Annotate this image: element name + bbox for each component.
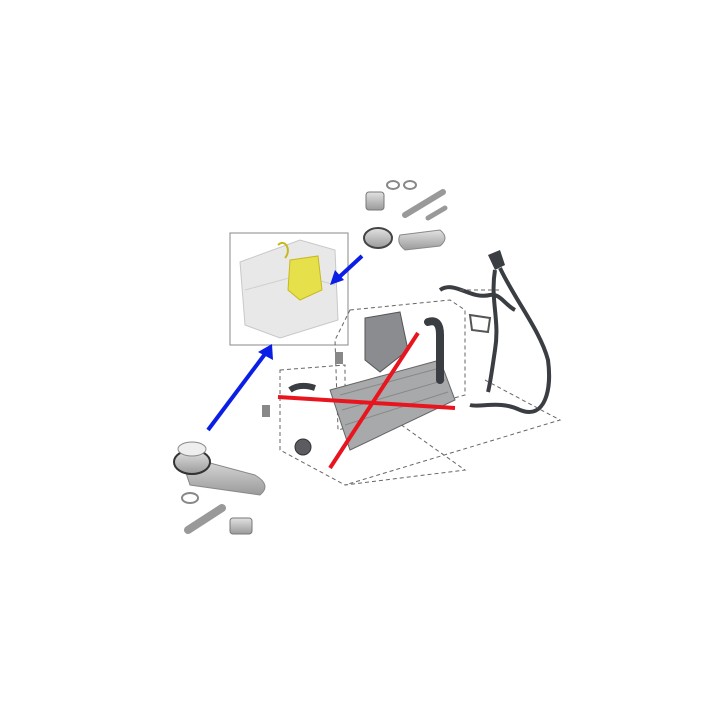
cross-out-mark (277, 331, 456, 470)
highlighted-egr-module (287, 255, 323, 301)
arrow-to-engine-from-kit (206, 348, 270, 432)
cross-line (328, 331, 420, 470)
engine-thumbnail (229, 232, 349, 346)
arrow-head (330, 270, 344, 285)
arrows (206, 254, 364, 432)
vacuum-hose (344, 250, 562, 486)
arrow-head (258, 344, 273, 360)
cross-line (277, 395, 456, 410)
blanking-plate-kit-top (363, 180, 448, 251)
blanking-plate-kit-bottom (173, 441, 266, 535)
